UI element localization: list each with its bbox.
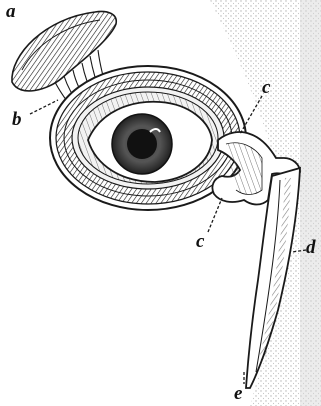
pupil [127, 129, 157, 159]
label-c-lower: c [196, 232, 204, 251]
label-e: e [234, 384, 242, 403]
label-b: b [12, 110, 22, 129]
leader-b [30, 100, 58, 114]
label-d: d [306, 238, 316, 257]
leader-c-upper [240, 96, 262, 134]
label-a: a [6, 2, 16, 21]
leader-c-lower [208, 198, 222, 232]
label-c-upper: c [262, 78, 270, 97]
